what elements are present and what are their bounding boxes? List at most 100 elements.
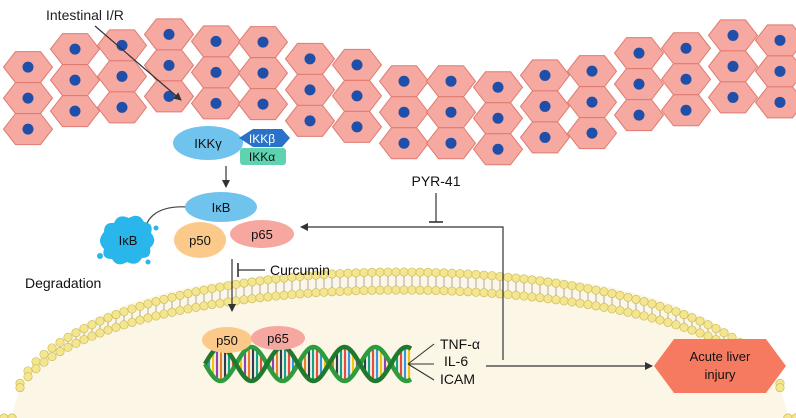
lipid-head bbox=[87, 331, 97, 341]
lipid-head bbox=[167, 307, 177, 317]
epithelial-cell bbox=[237, 26, 289, 59]
cell-nucleus bbox=[633, 47, 645, 59]
cell-nucleus bbox=[774, 96, 786, 108]
lipid-head bbox=[559, 296, 569, 306]
cell-nucleus bbox=[163, 90, 175, 102]
lipid-head bbox=[55, 347, 65, 357]
cell-nucleus bbox=[445, 106, 457, 118]
lipid-head bbox=[503, 272, 513, 282]
lipid-head bbox=[607, 304, 617, 314]
lipid-head bbox=[247, 277, 257, 287]
cell-nucleus bbox=[445, 75, 457, 87]
ikk-complex: IKKγ IKKβ IKKα bbox=[173, 126, 290, 165]
lipid-head bbox=[191, 302, 201, 312]
epithelial-cell bbox=[660, 32, 712, 65]
epithelial-cell bbox=[331, 79, 383, 112]
lipid-head bbox=[359, 268, 369, 278]
lipid-head bbox=[159, 294, 169, 304]
cell-nucleus bbox=[210, 97, 222, 109]
ikb-degraded: IκB bbox=[97, 215, 159, 265]
lipid-head bbox=[279, 290, 289, 300]
lipid-head bbox=[71, 328, 81, 338]
lipid-head bbox=[167, 292, 177, 302]
epithelial-cell bbox=[472, 102, 524, 135]
lipid-head bbox=[519, 274, 529, 284]
lipid-head bbox=[447, 286, 457, 296]
lipid-head bbox=[39, 349, 49, 359]
p65-node bbox=[230, 220, 294, 248]
lipid-head bbox=[103, 313, 113, 323]
lipid-head bbox=[127, 304, 137, 314]
epithelial-cell bbox=[284, 104, 336, 137]
lipid-head bbox=[175, 306, 185, 316]
gene-expression-bracket bbox=[407, 343, 435, 381]
lipid-head bbox=[479, 288, 489, 298]
acute-liver-injury-node bbox=[654, 339, 786, 393]
epithelial-cell bbox=[566, 55, 618, 88]
lipid-head bbox=[687, 313, 697, 323]
lipid-head bbox=[335, 269, 345, 279]
lipid-head bbox=[423, 285, 433, 295]
nuclear-membrane bbox=[0, 267, 796, 418]
epithelial-cell bbox=[378, 127, 430, 160]
epithelial-cell bbox=[613, 68, 665, 101]
lipid-head bbox=[543, 277, 553, 287]
cell-nucleus bbox=[257, 36, 269, 48]
lipid-head bbox=[431, 268, 441, 278]
lipid-head bbox=[415, 285, 425, 295]
lipid-head bbox=[639, 297, 649, 307]
lipid-head bbox=[383, 267, 393, 277]
cell-nucleus bbox=[304, 84, 316, 96]
lipid-head bbox=[711, 324, 721, 334]
lipid-head bbox=[527, 275, 537, 285]
lipid-head bbox=[183, 289, 193, 299]
lipid-head bbox=[615, 306, 625, 316]
lipid-head bbox=[319, 287, 329, 297]
cell-nucleus bbox=[492, 112, 504, 124]
intestinal-ir-label: Intestinal I/R bbox=[46, 7, 124, 23]
p50-label: p50 bbox=[189, 233, 211, 248]
lipid-head bbox=[511, 290, 521, 300]
cytokine-feedback-arrow bbox=[300, 223, 504, 360]
epithelial-cell bbox=[190, 56, 242, 89]
lipid-head bbox=[463, 269, 473, 279]
lipid-head bbox=[447, 268, 457, 278]
lipid-head bbox=[703, 320, 713, 330]
lipid-head bbox=[31, 364, 41, 374]
lipid-head bbox=[639, 311, 649, 321]
lipid-head bbox=[271, 291, 281, 301]
epithelial-cell bbox=[143, 49, 195, 82]
lipid-head bbox=[295, 289, 305, 299]
epithelial-cell bbox=[566, 86, 618, 119]
lipid-head bbox=[95, 328, 105, 338]
lipid-head bbox=[15, 383, 25, 393]
p50-node bbox=[174, 222, 226, 258]
ikb-nfkb-complex: IκB p50 p65 bbox=[144, 192, 294, 258]
lipid-head bbox=[223, 281, 233, 291]
lipid-head bbox=[575, 298, 585, 308]
lipid-head bbox=[407, 267, 417, 277]
lipid-head bbox=[367, 267, 377, 277]
cell-nucleus bbox=[539, 69, 551, 81]
epithelial-cell bbox=[519, 121, 571, 154]
lipid-head bbox=[535, 293, 545, 303]
lipid-head bbox=[231, 279, 241, 289]
cell-nucleus bbox=[492, 81, 504, 93]
cell-nucleus bbox=[586, 65, 598, 77]
epithelial-cell bbox=[425, 96, 477, 129]
lipid-head bbox=[287, 290, 297, 300]
p65-label: p65 bbox=[251, 227, 273, 242]
cell-nucleus bbox=[304, 115, 316, 127]
intestinal-cell-layer bbox=[2, 18, 796, 166]
lipid-head bbox=[583, 284, 593, 294]
lipid-head bbox=[143, 313, 153, 323]
tnf-alpha-label: TNF-α bbox=[440, 336, 480, 352]
lipid-head bbox=[159, 309, 169, 319]
cell-nucleus bbox=[163, 28, 175, 40]
ikb-fragment bbox=[97, 253, 103, 259]
lipid-head bbox=[391, 285, 401, 295]
epithelial-cell bbox=[49, 33, 101, 66]
lipid-head bbox=[343, 286, 353, 296]
lipid-head bbox=[399, 285, 409, 295]
epithelial-cell bbox=[754, 55, 796, 88]
